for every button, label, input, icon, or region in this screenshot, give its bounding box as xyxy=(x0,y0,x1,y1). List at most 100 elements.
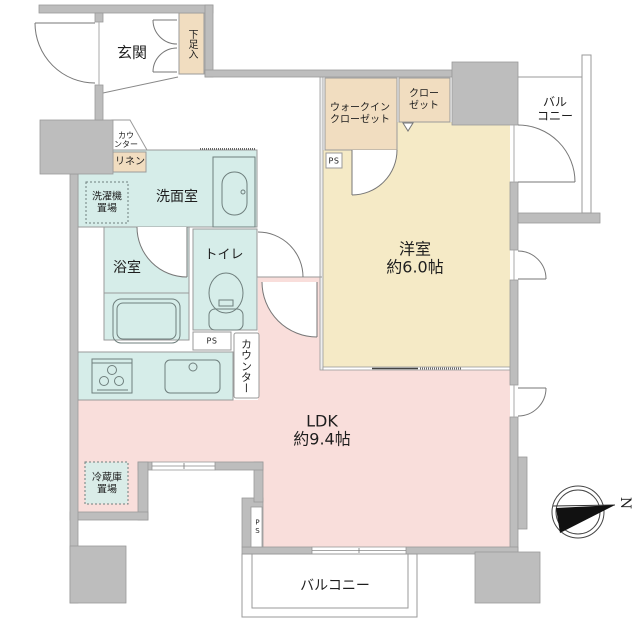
washer-space-outline xyxy=(85,181,129,224)
ldk-size: 約9.4帖 xyxy=(293,430,351,449)
compass-axis xyxy=(552,504,616,507)
fridge-space-floor xyxy=(85,462,128,504)
lower-balcony-label: バルコニー xyxy=(300,577,370,594)
upper-balcony-label: バル コニー xyxy=(536,95,574,124)
wall-right-3 xyxy=(509,416,519,555)
wall-bottom-left-of-window xyxy=(241,546,313,555)
closet-label-line2: ゼット xyxy=(409,100,439,111)
toilet-door-arc xyxy=(257,231,304,278)
wall-entrance-left-stub xyxy=(94,12,104,23)
wall-entrance-right xyxy=(204,4,214,78)
closet-label: クロー ゼット xyxy=(409,89,439,112)
entrance-label: 玄関 xyxy=(116,43,148,62)
bathroom-door-arc xyxy=(136,226,188,278)
closet-door-marker xyxy=(402,122,414,132)
washer-space-label-line2: 置場 xyxy=(97,203,117,214)
vanity-tap xyxy=(240,189,246,195)
kitchen-sink-drain xyxy=(188,362,198,372)
entrance-door-arc xyxy=(34,22,96,84)
western-room-door-swing xyxy=(352,150,397,195)
ldk-label: LDK 約9.4帖 xyxy=(293,411,351,450)
wall-entrance-left xyxy=(94,84,104,121)
kitchen-sink xyxy=(164,359,221,394)
vanity xyxy=(212,156,256,228)
compass xyxy=(551,485,616,539)
toilet-label: トイレ xyxy=(204,247,244,263)
kitchen-counter-box xyxy=(233,332,260,399)
walk-in-closet-label: ウォークイン クローゼット xyxy=(330,103,390,126)
fridge-space-label: 冷蔵庫 置場 xyxy=(92,473,122,496)
linen-label: リネン xyxy=(115,156,145,168)
wall-under-fridge xyxy=(69,511,149,521)
wall-right-2 xyxy=(509,279,519,386)
western-room-size: 約6.0帖 xyxy=(386,258,444,277)
fridge-space-border xyxy=(84,461,129,505)
hall-partition-right xyxy=(319,76,324,371)
hall-counter-label-line1: カウ xyxy=(118,130,134,140)
wall-block-top-right xyxy=(451,61,519,126)
right-door-1-arc xyxy=(517,250,547,280)
upper-balcony-label-line2: コニー xyxy=(536,109,574,123)
western-room-label: 洋室 約6.0帖 xyxy=(386,239,444,278)
ps-ldk-label: PS xyxy=(253,518,262,536)
compass-north-label: N xyxy=(617,496,634,510)
wall-upper-balcony-bottom xyxy=(517,212,601,224)
right-door-2-arc xyxy=(517,387,547,417)
western-room-name: 洋室 xyxy=(398,239,432,259)
stove xyxy=(91,358,133,394)
washer-space-label-line1: 洗濯機 xyxy=(92,191,122,203)
ps-box-kitchen xyxy=(192,331,232,351)
lower-balcony-inner xyxy=(251,553,409,609)
ps-bedroom-label: PS xyxy=(328,156,340,166)
ps-box-ldk xyxy=(250,506,263,548)
ps-box-bedroom xyxy=(325,152,343,169)
bathtub-inner xyxy=(116,302,177,340)
walk-in-closet-floor xyxy=(324,77,398,151)
wall-block-bottom-left xyxy=(69,545,127,604)
wall-notch-top-right xyxy=(214,461,264,471)
washroom-label: 洗面室 xyxy=(156,188,198,205)
burner-3 xyxy=(114,376,124,386)
bathtub-outer xyxy=(112,298,181,344)
walk-in-closet-label-line1: ウォークイン xyxy=(330,102,390,114)
toilet-seat-hinge xyxy=(218,299,234,307)
hall-counter-label: カウ ンター xyxy=(114,131,138,149)
wall-entrance-top xyxy=(38,4,214,14)
wall-block-left xyxy=(39,119,114,175)
ps-kitchen-label: PS xyxy=(206,336,218,346)
toilet-tank xyxy=(208,308,244,331)
wall-right-1 xyxy=(509,181,519,251)
shoe-cabinet xyxy=(178,12,205,75)
walk-in-closet-label-line2: クローゼット xyxy=(330,114,390,125)
shoe-door-top-arc xyxy=(152,19,178,45)
upper-balcony-door-arc xyxy=(517,124,576,183)
hall-counter-label-line2: ンター xyxy=(114,140,138,149)
ldk-door-arc xyxy=(261,281,318,338)
compass-needle-icon xyxy=(556,505,615,533)
wall-right-bump xyxy=(517,456,528,530)
western-room-door-arc xyxy=(351,149,398,196)
wall-notch-left xyxy=(137,461,149,521)
fridge-space-label-line1: 冷蔵庫 xyxy=(92,472,122,484)
walls xyxy=(38,4,601,604)
closet-label-line1: クロー xyxy=(409,88,439,100)
wall-left-outer xyxy=(69,173,79,604)
shoe-door-bottom-arc xyxy=(152,47,178,73)
fridge-space-label-line2: 置場 xyxy=(97,484,117,495)
toilet-floor xyxy=(192,228,258,331)
entrance-step-line xyxy=(102,76,179,94)
ldk-door-swing xyxy=(262,282,317,337)
upper-balcony-label-line1: バル xyxy=(542,95,568,110)
wall-top xyxy=(204,69,453,78)
bathroom-door-swing xyxy=(137,227,187,277)
burner-2 xyxy=(99,376,109,386)
vanity-basin xyxy=(221,171,248,216)
washer-space-label: 洗濯機 置場 xyxy=(92,192,122,215)
burner-1 xyxy=(107,365,117,375)
upper-balcony-rail xyxy=(581,54,592,214)
bathroom-label: 浴室 xyxy=(113,259,141,276)
toilet-bowl xyxy=(208,272,244,314)
ldk-name: LDK xyxy=(306,411,338,431)
